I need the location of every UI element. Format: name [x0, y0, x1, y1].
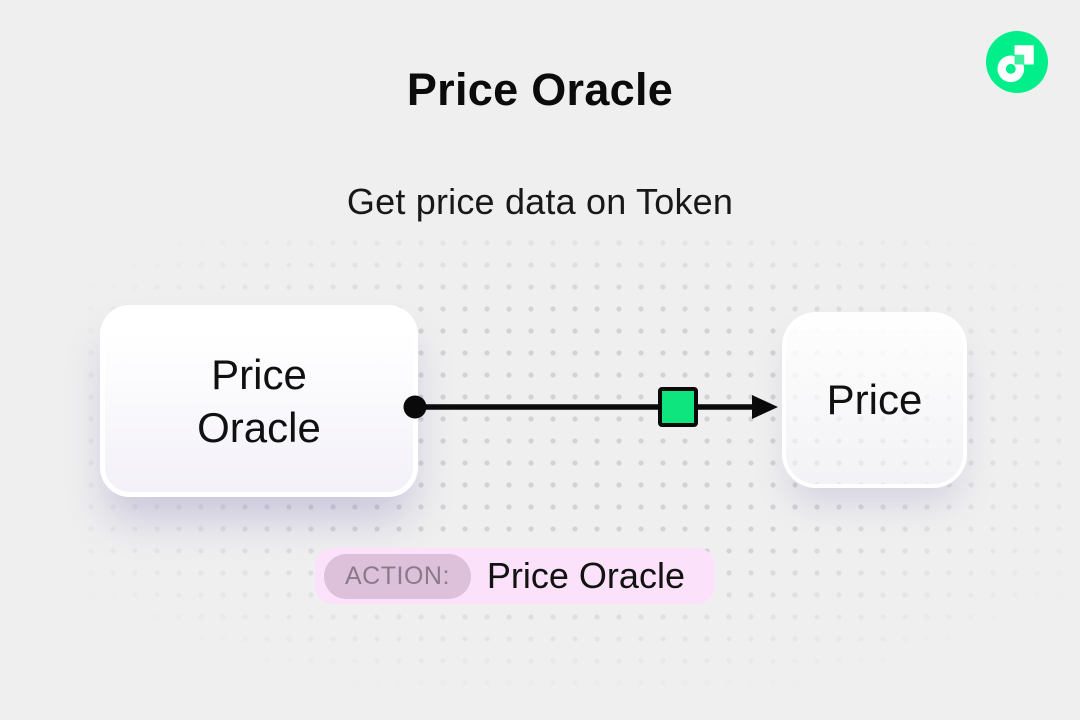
- node-price-oracle: Price Oracle: [100, 305, 418, 497]
- page-subtitle: Get price data on Token: [346, 181, 734, 222]
- action-badge-value: Price Oracle: [486, 555, 685, 596]
- arrowhead-icon: [752, 395, 778, 419]
- flow-logo-icon: [986, 31, 1048, 93]
- node-price-oracle-label: Price Oracle: [197, 350, 321, 451]
- connector-arrow: [403, 387, 778, 427]
- action-badge: ACTION: Price Oracle: [315, 548, 715, 604]
- page-title: Price Oracle: [406, 64, 674, 115]
- action-marker-square: [658, 387, 698, 427]
- node-price: Price: [782, 312, 967, 488]
- node-price-label: Price: [826, 376, 923, 423]
- connector-start-dot: [403, 395, 427, 419]
- action-badge-label: ACTION:: [324, 553, 471, 599]
